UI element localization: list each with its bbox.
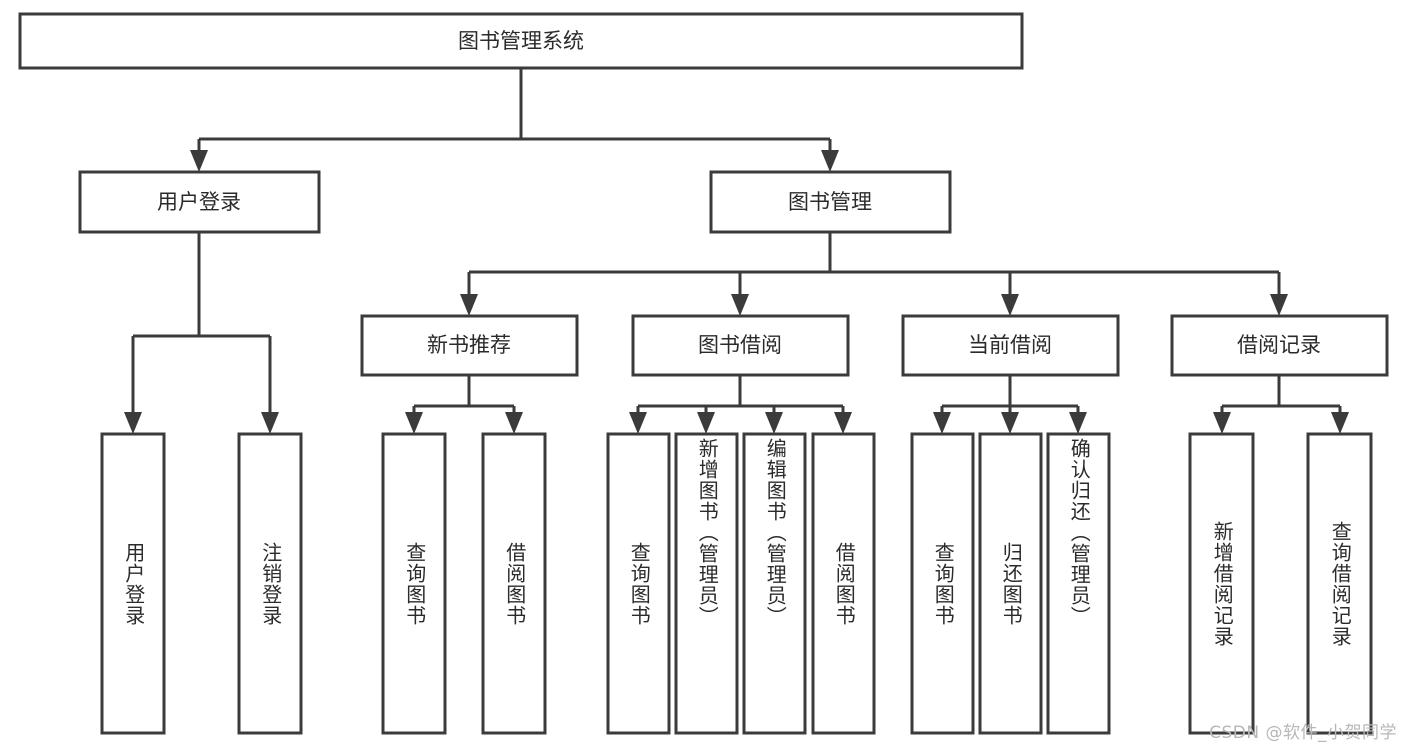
arrow-leaf-query-book-2 (629, 412, 647, 434)
node-leaf-borrow-book-2-box[interactable] (811, 432, 876, 735)
arrow-leaf-user-login (124, 412, 142, 434)
node-leaf-confirm-return-admin-box[interactable] (1046, 432, 1111, 735)
node-borrow-record[interactable]: 借阅记录 (1170, 314, 1389, 377)
node-leaf-add-borrow-record-box[interactable] (1188, 432, 1255, 735)
arrow-leaf-add-book-admin (697, 412, 715, 434)
node-leaf-edit-book-admin-box[interactable] (742, 432, 807, 735)
node-borrow-record-label: 借阅记录 (1237, 333, 1321, 357)
arrow-leaf-logout-login (261, 412, 279, 434)
node-user-login-label: 用户登录 (157, 190, 241, 214)
node-book-manage-label: 图书管理 (788, 190, 872, 214)
arrow-to-book-manage (821, 150, 839, 172)
node-user-login-box[interactable] (78, 170, 321, 234)
edge-group (124, 68, 1349, 434)
node-book-manage-box[interactable] (709, 170, 952, 234)
node-current-borrow-label: 当前借阅 (968, 333, 1052, 357)
node-leaf-logout-login-box[interactable] (237, 432, 303, 735)
arrow-leaf-add-borrow-record (1213, 412, 1231, 434)
node-book-borrow-label: 图书借阅 (698, 333, 782, 357)
node-leaf-add-book-admin-box[interactable] (674, 432, 739, 735)
node-current-borrow-box[interactable] (901, 314, 1120, 377)
csdn-watermark: CSDN @软件_小贺同学 (1209, 723, 1397, 743)
node-user-login[interactable]: 用户登录 (78, 170, 321, 234)
arrow-leaf-query-borrow-record (1331, 412, 1349, 434)
arrow-leaf-borrow-book-2 (834, 412, 852, 434)
arrow-leaf-edit-book-admin (765, 412, 783, 434)
node-new-book-recommend[interactable]: 新书推荐 (360, 314, 579, 377)
arrow-to-new-book-recommend (460, 294, 478, 316)
arrow-leaf-borrow-book-1 (505, 412, 523, 434)
node-leaf-query-borrow-record-box[interactable] (1306, 432, 1373, 735)
node-leaf-query-book-2-box[interactable] (606, 432, 671, 735)
arrow-leaf-confirm-return-admin (1069, 412, 1087, 434)
node-new-book-recommend-label: 新书推荐 (427, 333, 511, 357)
node-borrow-record-box[interactable] (1170, 314, 1389, 377)
node-root-label: 图书管理系统 (458, 29, 584, 53)
arrow-to-user-login (190, 150, 208, 172)
node-new-book-recommend-box[interactable] (360, 314, 579, 377)
arrow-to-borrow-record (1270, 294, 1288, 316)
arrow-to-book-borrow (731, 294, 749, 316)
node-leaf-borrow-book-1-box[interactable] (481, 432, 547, 735)
node-leaf-return-book-box[interactable] (978, 432, 1043, 735)
arrow-leaf-return-book (1001, 412, 1019, 434)
arrow-to-current-borrow (1001, 294, 1019, 316)
arrow-leaf-query-book-1 (405, 412, 423, 434)
node-book-borrow[interactable]: 图书借阅 (631, 314, 850, 377)
node-current-borrow[interactable]: 当前借阅 (901, 314, 1120, 377)
node-leaf-user-login-box[interactable] (100, 432, 166, 735)
node-book-manage[interactable]: 图书管理 (709, 170, 952, 234)
node-leaf-query-book-1-box[interactable] (381, 432, 447, 735)
node-leaf-query-book-3-box[interactable] (910, 432, 975, 735)
node-root-box[interactable] (18, 12, 1024, 70)
arrow-leaf-query-book-3 (933, 412, 951, 434)
node-root[interactable]: 图书管理系统 (18, 12, 1024, 70)
node-book-borrow-box[interactable] (631, 314, 850, 377)
